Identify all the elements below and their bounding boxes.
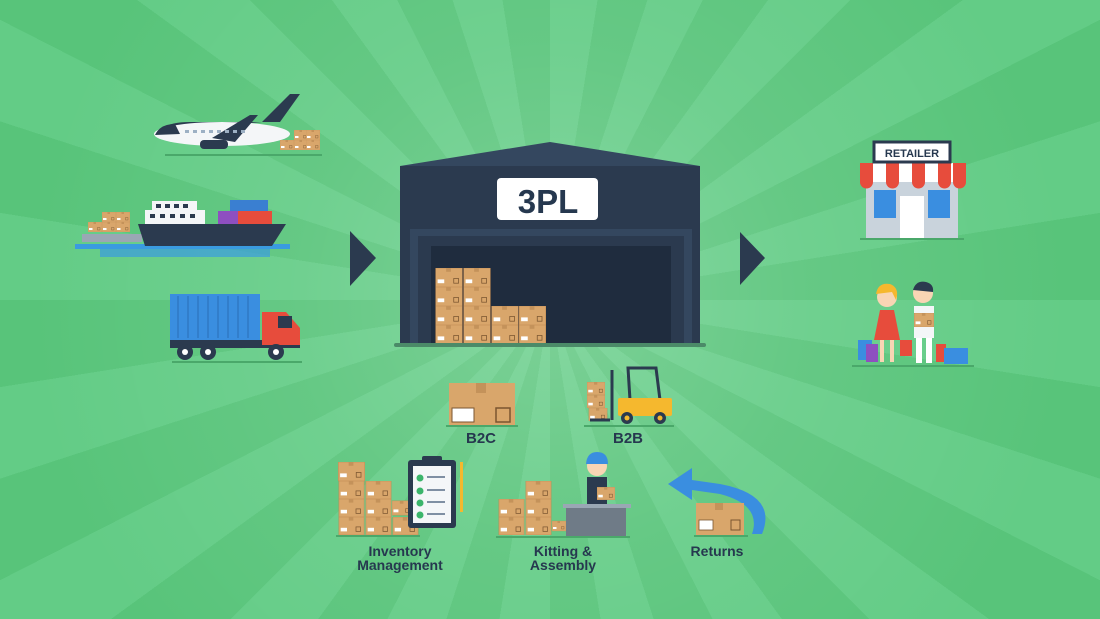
shoppers-icon <box>852 281 974 367</box>
truck-icon <box>170 294 302 363</box>
b2b-item: B2B <box>584 366 674 447</box>
inventory-label-line2: Management <box>357 557 443 573</box>
b2c-label: B2C <box>466 430 496 447</box>
b2c-item: B2C <box>446 383 518 447</box>
return-arrow-icon <box>668 468 766 534</box>
warehouse-sign: 3PL <box>518 183 579 220</box>
kitting-label-line1: Kitting & <box>534 543 592 559</box>
retailer-store-icon: RETAILER <box>860 140 966 240</box>
b2b-label: B2B <box>613 430 643 447</box>
retailer-sign: RETAILER <box>885 148 939 160</box>
airplane-icon <box>154 94 322 156</box>
inventory-label-line1: Inventory <box>368 543 431 559</box>
clipboard-icon <box>408 456 463 528</box>
kitting-label-line2: Assembly <box>530 557 596 573</box>
inventory-management-item: Inventory Management <box>336 456 463 573</box>
warehouse: 3PL <box>394 142 706 347</box>
worker-icon <box>586 452 615 505</box>
cargo-ship-icon <box>75 200 290 257</box>
kitting-assembly-item: Kitting & Assembly <box>496 452 631 573</box>
returns-item: Returns <box>668 468 766 559</box>
arrow-right-icon <box>740 232 765 285</box>
returns-label: Returns <box>691 543 744 559</box>
arrow-right-icon <box>350 231 376 286</box>
